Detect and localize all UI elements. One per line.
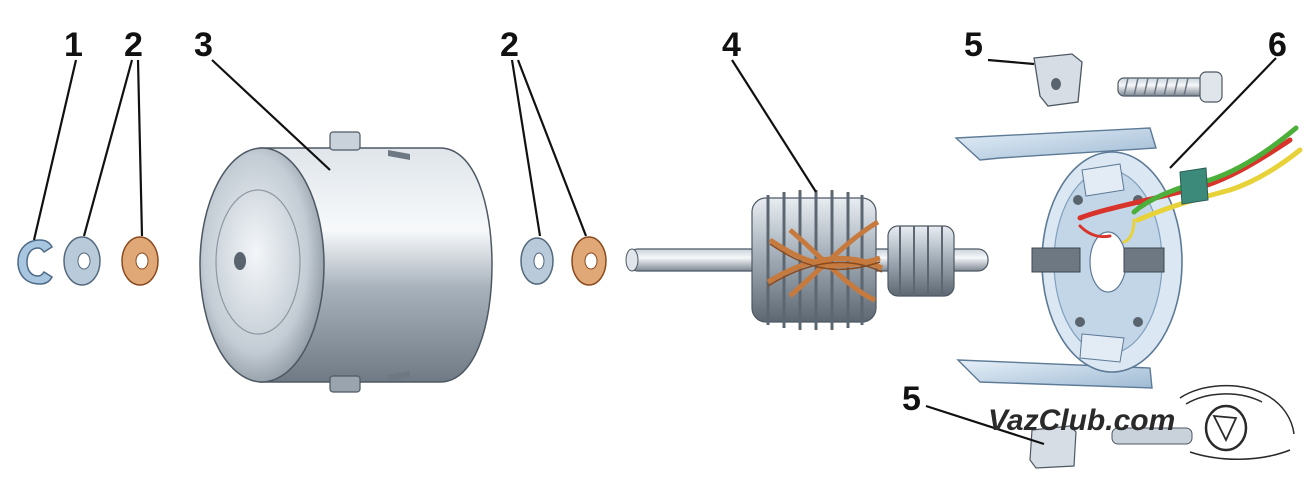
armature-windings xyxy=(766,219,884,303)
callout-5-bottom: 5 xyxy=(902,380,921,418)
washer-bronze-right xyxy=(571,236,607,286)
callout-1: 1 xyxy=(64,26,83,64)
washer-steel-right xyxy=(520,237,554,285)
leader-lines xyxy=(32,57,1277,446)
callout-4: 4 xyxy=(722,26,741,64)
motor-housing xyxy=(199,131,493,393)
brush-holder xyxy=(954,125,1303,389)
commutator xyxy=(887,225,955,297)
washer-bronze-left xyxy=(121,236,159,286)
callout-6: 6 xyxy=(1268,26,1287,64)
screw xyxy=(1117,71,1223,103)
armature-windings-shade xyxy=(767,243,883,287)
lead-wires xyxy=(1077,125,1303,244)
washer-steel-left xyxy=(63,236,101,286)
retaining-clip xyxy=(17,239,53,285)
brush-clamp-bottom xyxy=(1029,425,1193,469)
callout-2-left: 2 xyxy=(124,26,143,64)
watermark-text: VazClub.com xyxy=(988,404,1175,437)
retaining-clip-shape xyxy=(17,239,53,285)
watermark: VazClub.com xyxy=(988,385,1295,461)
brush-clamp-top xyxy=(1033,53,1083,107)
armature xyxy=(625,190,989,330)
callout-5-top: 5 xyxy=(964,26,983,64)
callout-2-right: 2 xyxy=(500,26,519,64)
callout-3: 3 xyxy=(194,26,213,64)
car-logo-icon xyxy=(1179,385,1295,461)
